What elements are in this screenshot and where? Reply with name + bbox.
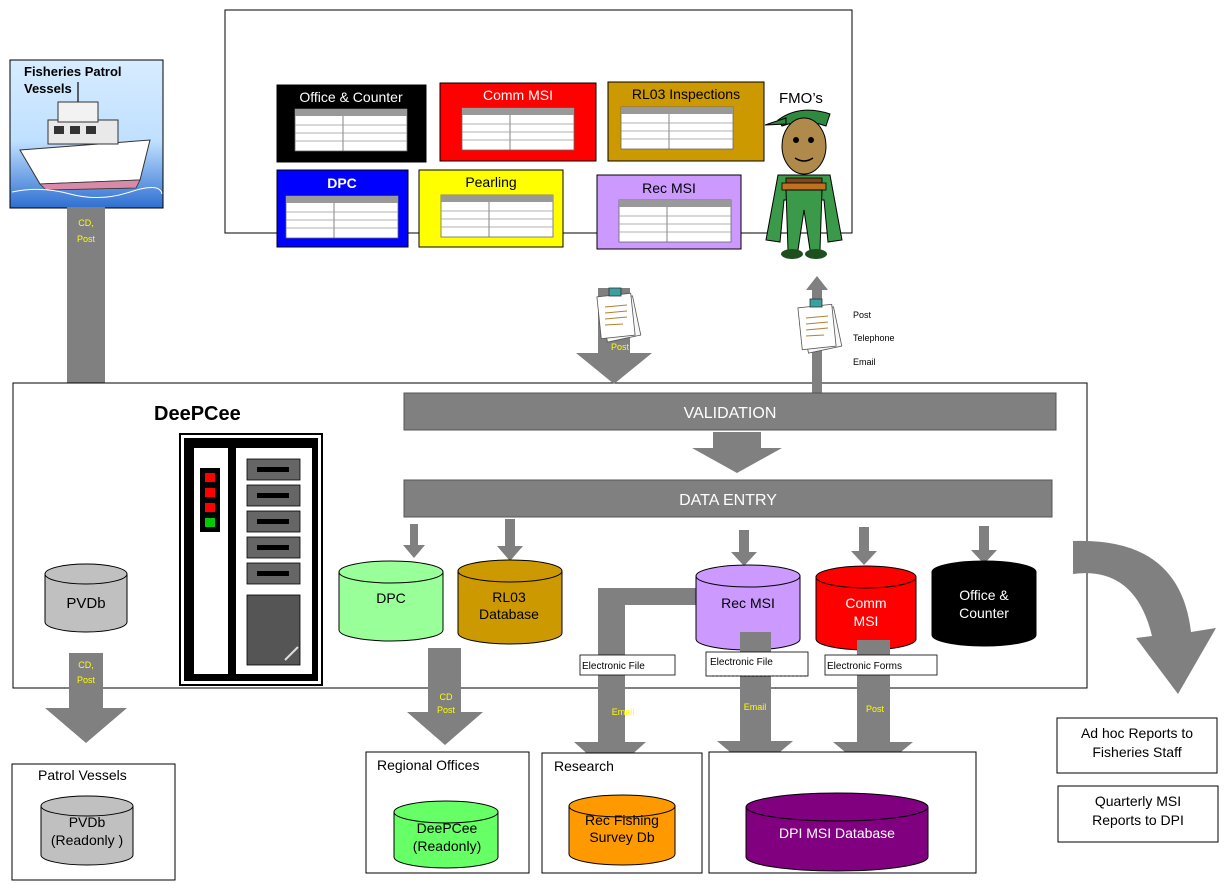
entry-to-rec-arrow [731,530,757,566]
vessel-transfer-line2: Post [77,234,96,244]
vessel-to-pvdb-arrow [41,207,131,467]
adhoc-report-line1: Ad hoc Reports to [1081,725,1193,741]
dpi-msi-database [745,792,929,872]
vessel-transfer-line1: CD, [78,218,94,228]
regional-offices-title: Regional Offices [377,757,479,773]
form-rec-msi-label: Rec MSI [642,180,696,196]
adhoc-report-box [1056,717,1218,774]
reports-curved-arrow [1073,540,1216,694]
clipboard-post-icon [596,287,642,343]
adhoc-report-line2: Fisheries Staff [1092,744,1181,760]
rec-msi-database [695,564,801,651]
pvdb-transfer-line2: Post [77,675,96,685]
fmo-channel-post: Post [853,310,872,320]
electronic-file-1-box [579,654,676,676]
form-office-counter-icon [294,108,408,152]
regional-db-line2: (Readonly) [413,838,481,854]
research-title: Research [554,758,614,774]
dpc-to-regional-arrow [407,648,483,745]
patrol-db-line1: PVDb [69,814,106,830]
comm-db-line2: MSI [854,613,879,629]
pvdb-transfer-line1: CD, [78,660,94,670]
form-pearling-label: Pearling [465,174,516,190]
form-pearling: Pearling [418,169,564,248]
regional-transfer-line2: Post [437,705,456,715]
office-db-line1: Office & [959,587,1009,603]
form-pearling-icon [440,194,554,238]
form-rl03-inspections: RL03 Inspections [607,81,765,162]
form-office-counter-label: Office & Counter [299,89,403,105]
validation-bar [403,392,1057,431]
server-icon [179,433,323,686]
electronic-file-1: Electronic File [582,661,645,672]
electronic-forms: Electronic Forms [827,661,902,672]
comm-to-dpi-arrow [833,640,913,775]
quarterly-report-line2: Reports to DPI [1092,812,1184,828]
regional-transfer-line1: CD [440,692,453,702]
form-comm-msi: Comm MSI [439,82,597,162]
post-label: Post [611,342,630,352]
patrol-db-line2: (Readonly ) [51,832,123,848]
vessels-title-line2: Vessels [24,81,72,96]
form-dpc: DPC [276,169,409,248]
rl03-db-line1: RL03 [492,589,526,605]
comm-db-line1: Comm [845,595,886,611]
pvdb-label: PVDb [66,595,105,612]
dpc-database [338,560,444,642]
pvdb-to-patrol-arrow [45,653,127,743]
form-comm-msi-icon [461,107,575,151]
form-rl03-label: RL03 Inspections [632,86,740,102]
validation-label: VALIDATION [684,405,777,422]
entry-to-comm-arrow [851,527,877,565]
fmo-label: FMO’s [779,90,823,107]
form-dpc-label: DPC [327,175,357,191]
quarterly-report-box [1057,785,1219,843]
quarterly-report-line1: Quarterly MSI [1095,793,1181,809]
validation-to-data-entry-arrow [692,432,782,473]
form-rl03-icon [620,106,734,150]
fmo-channel-telephone: Telephone [853,333,895,343]
data-entry-label: DATA ENTRY [679,492,777,509]
patrol-pvdb-database [40,795,134,866]
electronic-file-2: Electronic File [710,657,773,668]
rl03-db-line2: Database [479,606,539,622]
rl03-database [457,559,563,645]
rec-fishing-survey-database [568,794,676,866]
dpi-email-transfer: Email [744,702,767,712]
rec-db-label: Rec MSI [721,595,775,611]
rec-to-research-arrow [574,588,700,774]
office-counter-database [931,560,1037,647]
regional-deepcee-database [393,800,499,869]
comm-msi-database [815,565,917,651]
patrol-vessel-image [9,59,164,209]
research-db-line1: Rec Fishing [585,812,659,828]
clipboard-fmo-icon [797,298,843,354]
data-entry-bar [403,479,1053,518]
form-office-counter: Office & Counter [276,84,427,163]
dpc-db-label: DPC [376,590,406,606]
rec-to-dpi-arrow [717,632,793,773]
patrol-vessels-title: Patrol Vessels [38,767,127,783]
office-db-line2: Counter [959,605,1009,621]
dpi-db-label: DPI MSI Database [779,825,895,841]
form-rec-msi-icon [618,199,732,243]
entry-to-office-arrow [971,526,997,564]
fmo-officer-icon [764,109,843,259]
dpi-post-transfer: Post [866,704,885,714]
electronic-forms-box [824,654,938,676]
entry-to-rl03-arrow [497,519,523,561]
regional-db-line1: DeePCee [417,820,478,836]
vessels-title-line1: Fisheries Patrol [24,64,122,79]
electronic-file-2-box [705,651,809,677]
research-db-line2: Survey Db [589,829,655,845]
pvdb-database [44,563,128,633]
form-dpc-icon [285,195,399,239]
research-transfer: Email [612,707,635,717]
form-comm-msi-label: Comm MSI [483,87,553,103]
system-name: DeePCee [154,403,241,425]
fmo-channel-email: Email [853,357,876,367]
entry-to-dpc-arrow [403,524,425,558]
form-rec-msi: Rec MSI [596,174,742,250]
